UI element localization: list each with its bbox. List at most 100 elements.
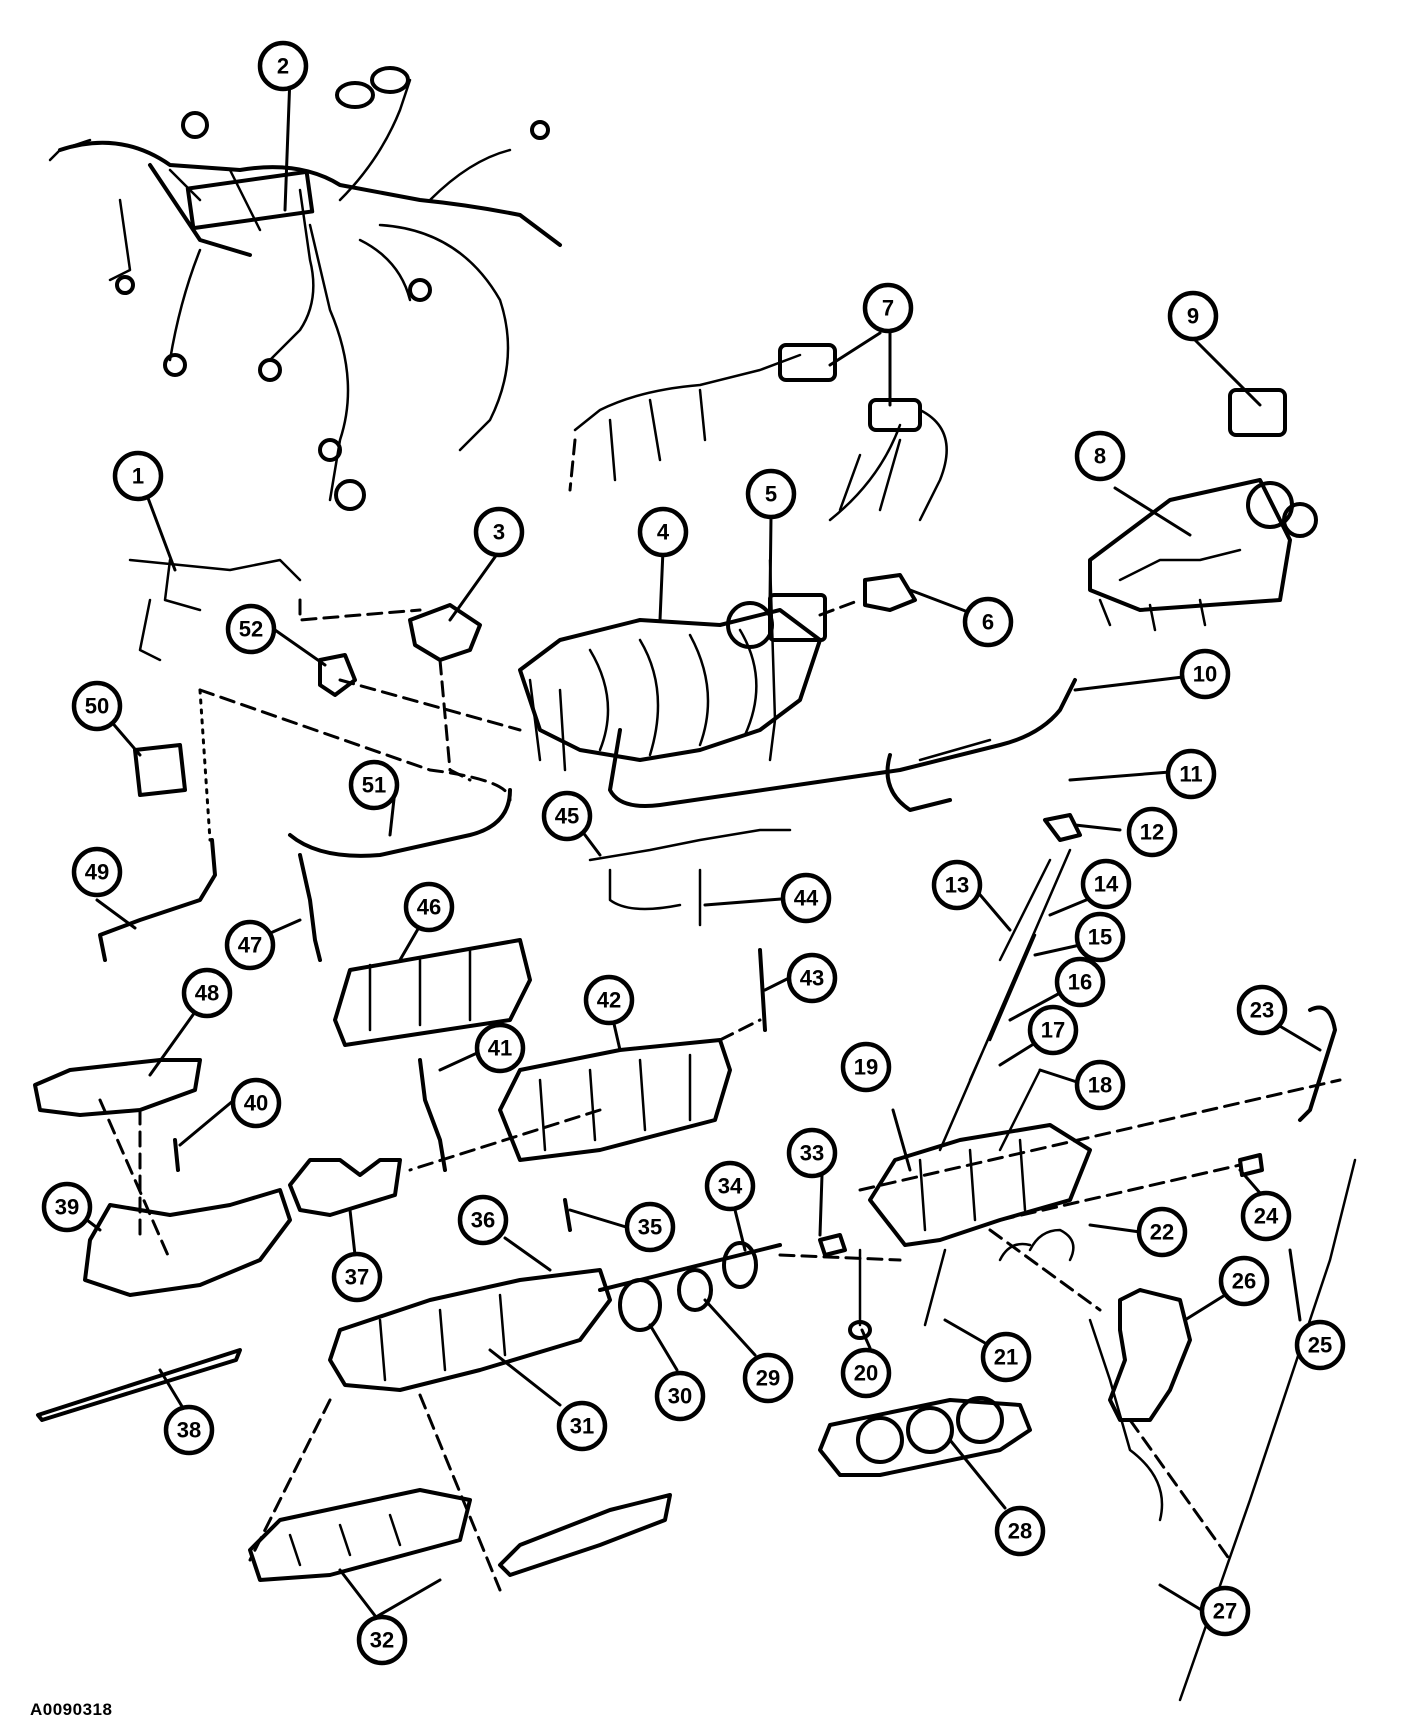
callout-17: 17 <box>1027 1004 1079 1056</box>
callout-31: 31 <box>556 1400 608 1452</box>
exhaust-manifold-39-part <box>83 1188 292 1297</box>
callout-label: 20 <box>854 1361 878 1386</box>
callout-25: 25 <box>1294 1319 1346 1371</box>
callout-label: 16 <box>1068 970 1092 995</box>
callout-42: 42 <box>583 974 635 1026</box>
heat-shield-48-part <box>33 1058 202 1117</box>
callout-label: 6 <box>982 610 994 635</box>
hose-51-part <box>288 788 512 858</box>
callout-label: 19 <box>854 1055 878 1080</box>
seal-29-part <box>677 1268 713 1312</box>
callout-label: 13 <box>945 873 969 898</box>
callout-label: 4 <box>657 520 670 545</box>
callout-label: 26 <box>1232 1269 1256 1294</box>
rods-13-18-part <box>938 848 1072 1152</box>
cylinder-head-right-part <box>868 1123 1264 1262</box>
callouts: 1 2 3 4 5 6 7 8 9 10 11 12 13 14 15 16 1… <box>41 40 1346 1666</box>
callout-52: 52 <box>225 603 277 655</box>
callout-20: 20 <box>840 1347 892 1399</box>
callout-40: 40 <box>230 1077 282 1129</box>
exhaust-manifold-26-part <box>1108 1288 1192 1422</box>
callout-41: 41 <box>474 1022 526 1074</box>
tube-31b-part <box>598 1243 782 1292</box>
callout-label: 31 <box>570 1414 594 1439</box>
callout-10: 10 <box>1179 648 1231 700</box>
callout-14: 14 <box>1080 858 1132 910</box>
callout-34: 34 <box>704 1160 756 1212</box>
valve-3-part <box>408 603 482 662</box>
callout-4: 4 <box>637 506 689 558</box>
callout-label: 8 <box>1094 444 1106 469</box>
callout-12: 12 <box>1126 806 1178 858</box>
callout-label: 11 <box>1179 762 1202 787</box>
callout-label: 27 <box>1213 1599 1237 1624</box>
bracket-12-part <box>1043 813 1082 842</box>
figure-id: A0090318 <box>30 1700 113 1719</box>
callout-5: 5 <box>745 468 797 520</box>
callout-label: 32 <box>370 1628 394 1653</box>
leader-lines <box>68 74 1322 1619</box>
valve-52-part <box>318 653 357 697</box>
fuel-rail-45-part <box>588 828 792 911</box>
callout-2: 2 <box>257 40 309 92</box>
connection-lines <box>98 598 1342 1592</box>
callout-label: 44 <box>794 886 819 911</box>
callout-label: 47 <box>238 933 262 958</box>
callout-46: 46 <box>403 881 455 933</box>
callout-label: 14 <box>1094 872 1119 897</box>
callout-1: 1 <box>112 450 164 502</box>
hose-49-part <box>98 838 217 962</box>
gasket-37-part <box>288 1158 402 1217</box>
bolt-40-part <box>173 1138 180 1172</box>
callout-36: 36 <box>457 1194 509 1246</box>
callout-44: 44 <box>780 872 832 924</box>
sensor-6-part <box>863 573 917 612</box>
solenoid-50-part <box>133 743 187 797</box>
callout-11: 11 <box>1165 748 1217 800</box>
callout-15: 15 <box>1074 911 1126 963</box>
callout-label: 50 <box>85 694 109 719</box>
upper-intake-assembly-part <box>1088 388 1318 632</box>
callout-27: 27 <box>1199 1585 1251 1637</box>
intake-manifold-upper-part <box>518 593 827 772</box>
dipstick-tube-part <box>1088 1318 1164 1522</box>
callout-label: 21 <box>994 1345 1018 1370</box>
wiring-harness-part <box>48 66 562 511</box>
callout-label: 12 <box>1140 820 1164 845</box>
callout-19: 19 <box>840 1041 892 1093</box>
callout-label: 2 <box>277 54 289 79</box>
callout-26: 26 <box>1218 1255 1270 1307</box>
callout-label: 41 <box>488 1036 512 1061</box>
cylinder-head-31-part <box>328 1268 612 1392</box>
callout-39: 39 <box>41 1181 93 1233</box>
callout-label: 49 <box>85 860 109 885</box>
callout-13: 13 <box>931 859 983 911</box>
callout-21: 21 <box>980 1331 1032 1383</box>
callout-43: 43 <box>786 952 838 1004</box>
callout-label: 28 <box>1008 1519 1032 1544</box>
callout-16: 16 <box>1054 956 1106 1008</box>
callout-label: 9 <box>1187 304 1199 329</box>
callout-48: 48 <box>181 967 233 1019</box>
callout-50: 50 <box>71 680 123 732</box>
gasket-strip-38-part <box>36 1348 242 1422</box>
head-gasket-28-part <box>818 1396 1032 1477</box>
callout-3: 3 <box>473 506 525 558</box>
seal-34-part <box>722 1241 758 1289</box>
callout-37: 37 <box>331 1251 383 1303</box>
callout-label: 52 <box>239 617 263 642</box>
callout-38: 38 <box>163 1404 215 1456</box>
callout-label: 38 <box>177 1418 201 1443</box>
stud-41-part <box>418 1058 447 1172</box>
callout-label: 35 <box>638 1215 662 1240</box>
callout-9: 9 <box>1167 290 1219 342</box>
callout-49: 49 <box>71 846 123 898</box>
callout-6: 6 <box>962 596 1014 648</box>
callout-label: 24 <box>1254 1204 1279 1229</box>
callout-label: 29 <box>756 1366 780 1391</box>
callout-30: 30 <box>654 1370 706 1422</box>
callout-label: 42 <box>597 988 621 1013</box>
callout-29: 29 <box>742 1352 794 1404</box>
seal-30-part <box>618 1278 662 1332</box>
